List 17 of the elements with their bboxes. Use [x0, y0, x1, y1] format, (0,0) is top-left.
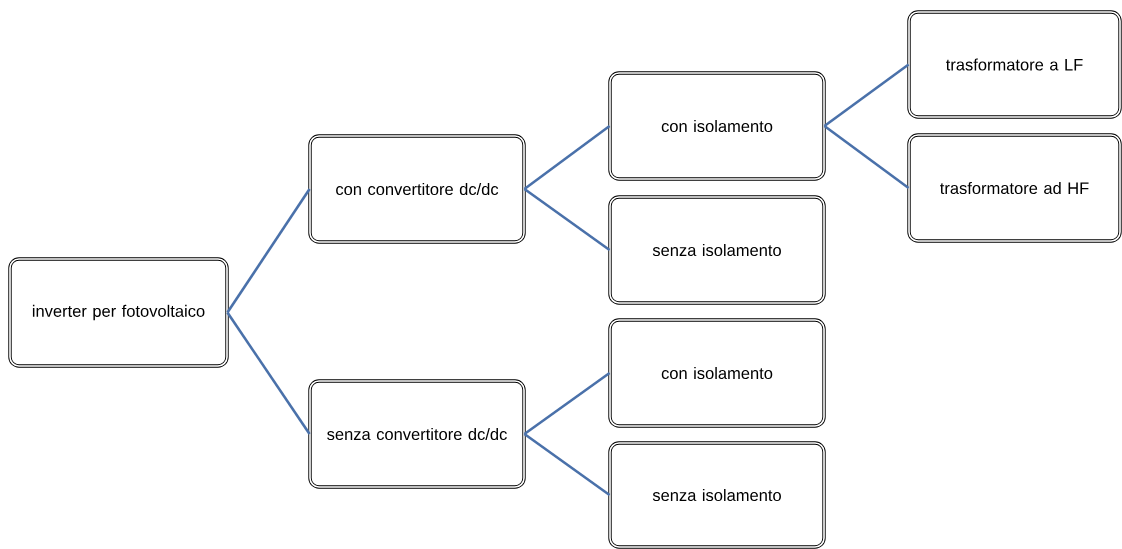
connector-line [523, 124, 611, 191]
process-box: senza isolamento [608, 441, 826, 549]
connector-line [523, 432, 611, 497]
connector-line [226, 188, 311, 314]
process-box: senza isolamento [608, 195, 826, 305]
connector-line [523, 187, 611, 252]
process-box: con isolamento [608, 71, 826, 181]
process-box: senza convertitore dc/dc [308, 379, 526, 489]
connector-line [823, 124, 910, 190]
process-box: inverter per fotovoltaico [8, 257, 229, 368]
process-box: trasformatore a LF [907, 10, 1122, 119]
process-box: con isolamento [608, 318, 826, 428]
connector-line [523, 371, 611, 436]
process-box: trasformatore ad HF [907, 133, 1122, 243]
process-box: con convertitore dc/dc [308, 134, 526, 244]
connector-line [823, 63, 910, 128]
connector-line [226, 311, 311, 435]
